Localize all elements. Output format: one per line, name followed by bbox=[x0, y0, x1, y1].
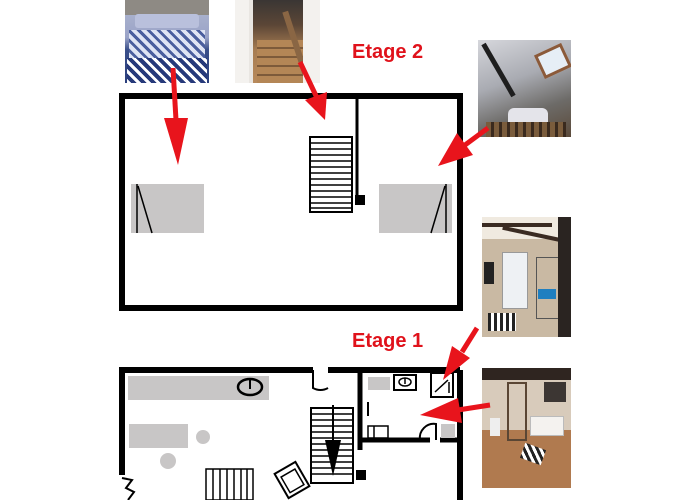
arrow-bathroom bbox=[420, 398, 462, 423]
arrow-attic bbox=[438, 133, 473, 166]
arrow-shower bbox=[443, 346, 470, 380]
bathroom-vanity-photo bbox=[482, 368, 571, 488]
floor-label-etage-2: Etage 2 bbox=[352, 41, 424, 63]
kitchen-sink-icon bbox=[236, 377, 264, 397]
staircase-down-icon bbox=[310, 405, 354, 484]
table-icon bbox=[129, 424, 188, 448]
bathroom-door-icon bbox=[418, 422, 437, 441]
side-door-icon bbox=[121, 477, 136, 500]
arrows bbox=[164, 60, 491, 423]
bedroom-photo bbox=[125, 0, 209, 83]
bed-right-icon bbox=[379, 184, 452, 234]
arrow-staircase bbox=[305, 92, 327, 120]
toilet-icon bbox=[367, 425, 389, 439]
attic-bedroom-photo bbox=[478, 40, 571, 137]
armchair-icon bbox=[273, 460, 311, 500]
staircase-icon bbox=[309, 136, 353, 213]
etage-1-plan bbox=[119, 367, 463, 500]
radiator-icon bbox=[205, 468, 254, 500]
floor-label-etage-1: Etage 1 bbox=[352, 330, 424, 352]
arrow-bedroom bbox=[164, 118, 188, 165]
shower-room-photo bbox=[482, 217, 571, 337]
bed-left-icon bbox=[131, 184, 204, 234]
door-icon bbox=[312, 370, 329, 391]
etage-2-plan bbox=[119, 93, 463, 311]
